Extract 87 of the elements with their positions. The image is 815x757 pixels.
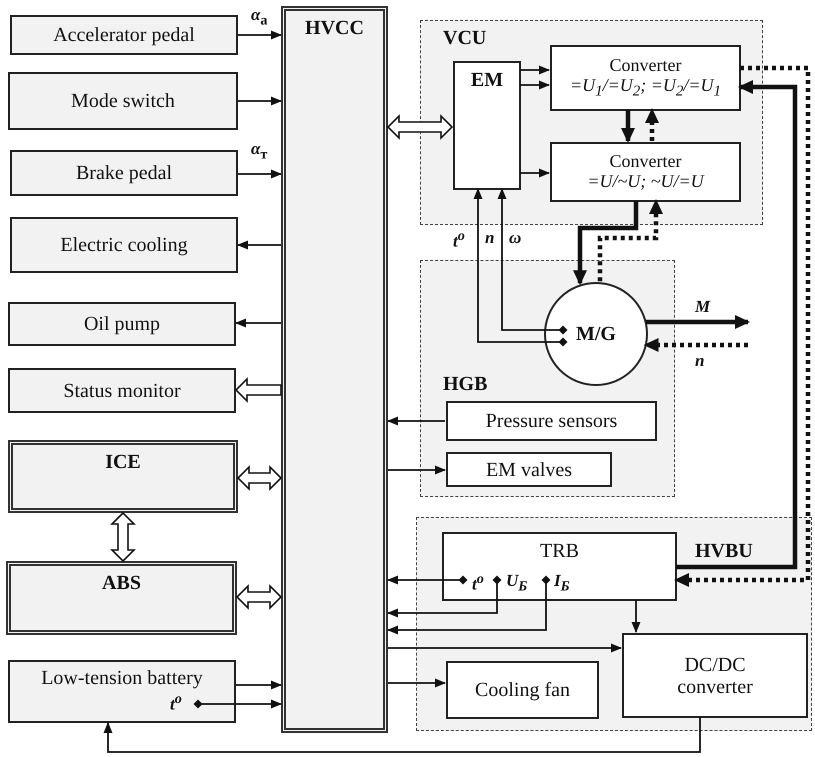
- group-title: HVBU: [695, 540, 753, 562]
- arrow: [388, 678, 446, 688]
- hollow-arrow: [236, 584, 282, 610]
- block-label: Status monitor: [63, 380, 181, 402]
- signal-label: ω: [508, 229, 522, 246]
- block-box: [446, 661, 599, 719]
- arrow: [474, 188, 568, 346]
- arrow: [520, 66, 550, 74]
- block-label: Mode switch: [71, 90, 175, 112]
- signal-label: n: [484, 229, 496, 246]
- block-label: Electric cooling: [60, 234, 188, 256]
- power-line-arrow: [573, 201, 638, 286]
- arrow: [387, 576, 502, 618]
- arrow: [194, 700, 282, 708]
- block-box: [446, 401, 657, 441]
- hollow-arrow: [236, 465, 282, 491]
- arrow: [104, 717, 701, 753]
- block-box: [442, 532, 677, 601]
- block-box: [10, 150, 238, 196]
- block-label: Accelerator pedal: [53, 24, 195, 46]
- block-label: DC/DC converter: [676, 654, 754, 698]
- arrow: [237, 240, 281, 250]
- arrow: [238, 170, 282, 178]
- arrow: [387, 576, 550, 634]
- dotted-arrow: [644, 338, 748, 352]
- block-title: ABS: [102, 572, 141, 594]
- block-label: Pressure sensors: [486, 410, 618, 432]
- pin-label: t$^{o}$: [472, 572, 484, 594]
- dotted-arrow: [598, 199, 663, 282]
- dashed-group-panel: [420, 260, 675, 497]
- arrow: [520, 80, 550, 90]
- arrow: [388, 644, 622, 652]
- formula-text: =U$_{1}$/=U$_{2}$; =U$_{2}$/=U$_{1}$: [570, 76, 722, 100]
- block-box: [8, 660, 236, 723]
- arrow: [387, 416, 445, 426]
- group-title: HGB: [443, 373, 488, 395]
- block-box: [453, 61, 521, 190]
- power-line-arrow: [621, 110, 635, 143]
- double-border-block: [281, 6, 388, 733]
- arrow: [498, 188, 568, 334]
- power-line-arrow: [676, 80, 798, 570]
- double-border-block: [6, 561, 237, 635]
- arrow: [235, 318, 281, 328]
- hollow-arrow: [386, 114, 454, 140]
- pin-label: I$_{Б}$: [554, 572, 570, 595]
- block-box: [550, 45, 741, 111]
- block-box: [10, 15, 238, 55]
- block-box: [550, 142, 741, 202]
- arrow: [632, 600, 640, 633]
- dashed-group-panel: [420, 20, 763, 225]
- hollow-arrow: [110, 512, 136, 562]
- block-title: M/G: [576, 323, 616, 345]
- block-label: Brake pedal: [76, 162, 172, 184]
- block-box: [8, 368, 236, 413]
- block-title: ICE: [105, 451, 141, 473]
- block-box: [622, 633, 808, 718]
- arrow: [387, 576, 468, 584]
- dotted-arrow: [674, 66, 810, 587]
- edge-label: M: [694, 298, 712, 315]
- power-line-arrow: [646, 315, 750, 329]
- arrow: [238, 96, 282, 106]
- block-label: Converter: [610, 152, 682, 172]
- block-box: [8, 72, 238, 130]
- block-title: HVCC: [305, 17, 364, 39]
- signal-label: t$^{o}$: [452, 229, 466, 250]
- formula-text: =U/~U; ~U/=U: [587, 172, 704, 192]
- block-label: EM valves: [486, 458, 572, 480]
- dotted-arrow: [645, 108, 659, 141]
- arrow: [520, 168, 550, 178]
- block-box: [446, 452, 612, 487]
- group-title: VCU: [443, 27, 486, 49]
- block-box: [8, 302, 236, 346]
- block-label: Oil pump: [84, 313, 160, 335]
- dashed-group-panel: [416, 517, 812, 731]
- arrow: [236, 680, 282, 690]
- block-box: [10, 217, 238, 273]
- arrow: [388, 466, 446, 474]
- double-border-block: [8, 440, 238, 513]
- hollow-arrow: [234, 377, 282, 403]
- arrow: [238, 30, 282, 40]
- pin-label: U$_{Б}$: [506, 572, 528, 595]
- block-label: TRB: [540, 540, 579, 562]
- block-label: Converter: [610, 56, 682, 76]
- block-title: EM: [470, 69, 504, 91]
- pin-label: t$^{o}$: [170, 692, 182, 714]
- block-label: Cooling fan: [475, 679, 570, 701]
- block-label: Low-tension battery: [41, 667, 203, 689]
